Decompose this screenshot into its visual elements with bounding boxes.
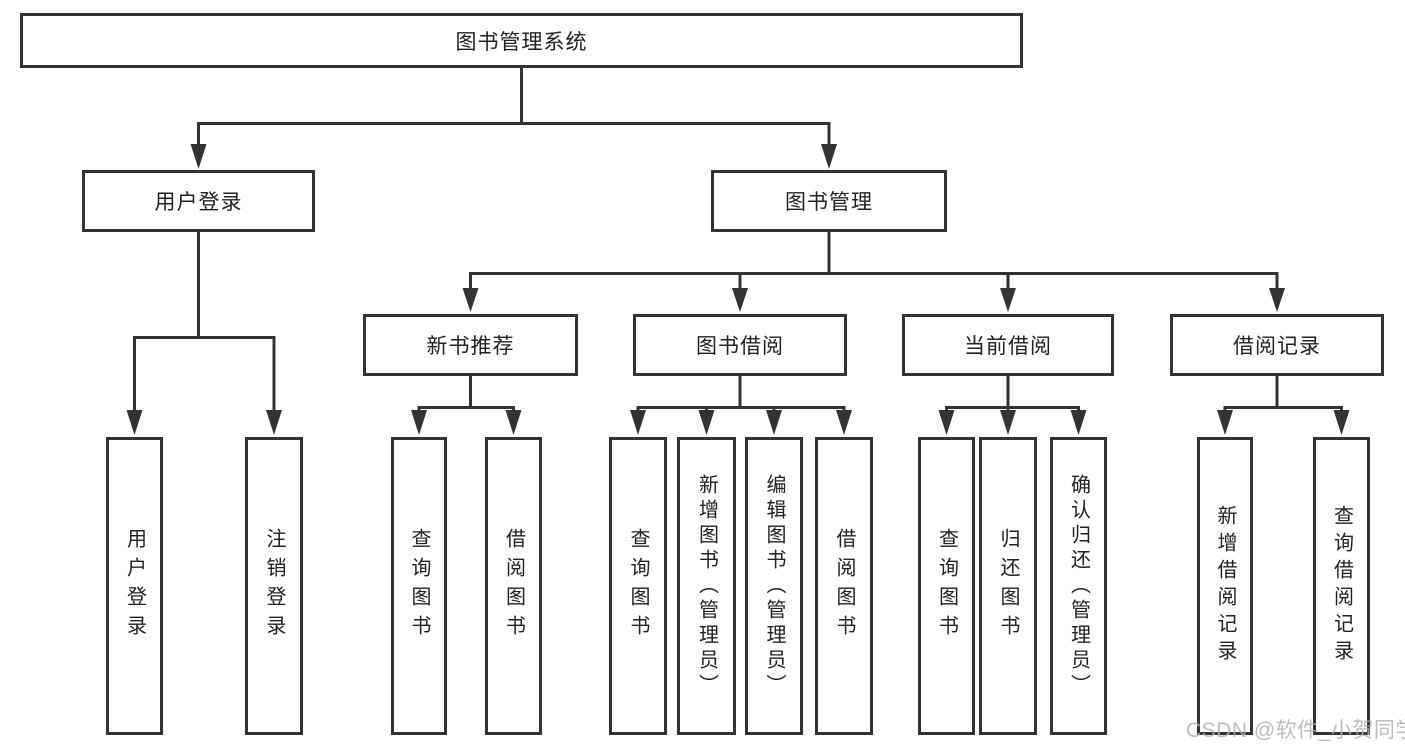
node-book-management: 图书管理 — [711, 170, 947, 232]
leaf-add-borrow-record: 新增借阅记录 — [1197, 437, 1253, 735]
arrowheads — [126, 144, 1350, 435]
node-new-book-recommend: 新书推荐 — [363, 314, 578, 376]
leaf-query-books-current: 查询图书 — [918, 437, 975, 735]
node-user-login: 用户登录 — [82, 170, 315, 232]
leaf-borrow-books-recommend: 借阅图书 — [485, 437, 542, 735]
leaf-query-borrow-record: 查询借阅记录 — [1313, 437, 1370, 735]
leaf-confirm-return-admin: 确认归还（管理员） — [1050, 437, 1107, 735]
node-borrowing-records: 借阅记录 — [1170, 314, 1384, 376]
node-current-borrowing: 当前借阅 — [902, 314, 1114, 376]
leaf-query-books-borrowing: 查询图书 — [609, 437, 667, 735]
connector-paths — [133, 68, 1343, 412]
leaf-borrow-books: 借阅图书 — [815, 437, 873, 735]
leaf-edit-book-admin: 编辑图书（管理员） — [745, 437, 803, 735]
leaf-query-books-recommend: 查询图书 — [391, 437, 447, 735]
node-book-borrowing: 图书借阅 — [633, 314, 847, 376]
leaf-return-books: 归还图书 — [979, 437, 1037, 735]
leaf-logout: 注销登录 — [245, 437, 303, 735]
node-library-management-system: 图书管理系统 — [20, 13, 1023, 68]
csdn-watermark: CSDN @软件_小贺同学 — [1186, 719, 1405, 742]
leaf-add-book-admin: 新增图书（管理员） — [677, 437, 736, 735]
leaf-user-login: 用户登录 — [106, 437, 163, 735]
